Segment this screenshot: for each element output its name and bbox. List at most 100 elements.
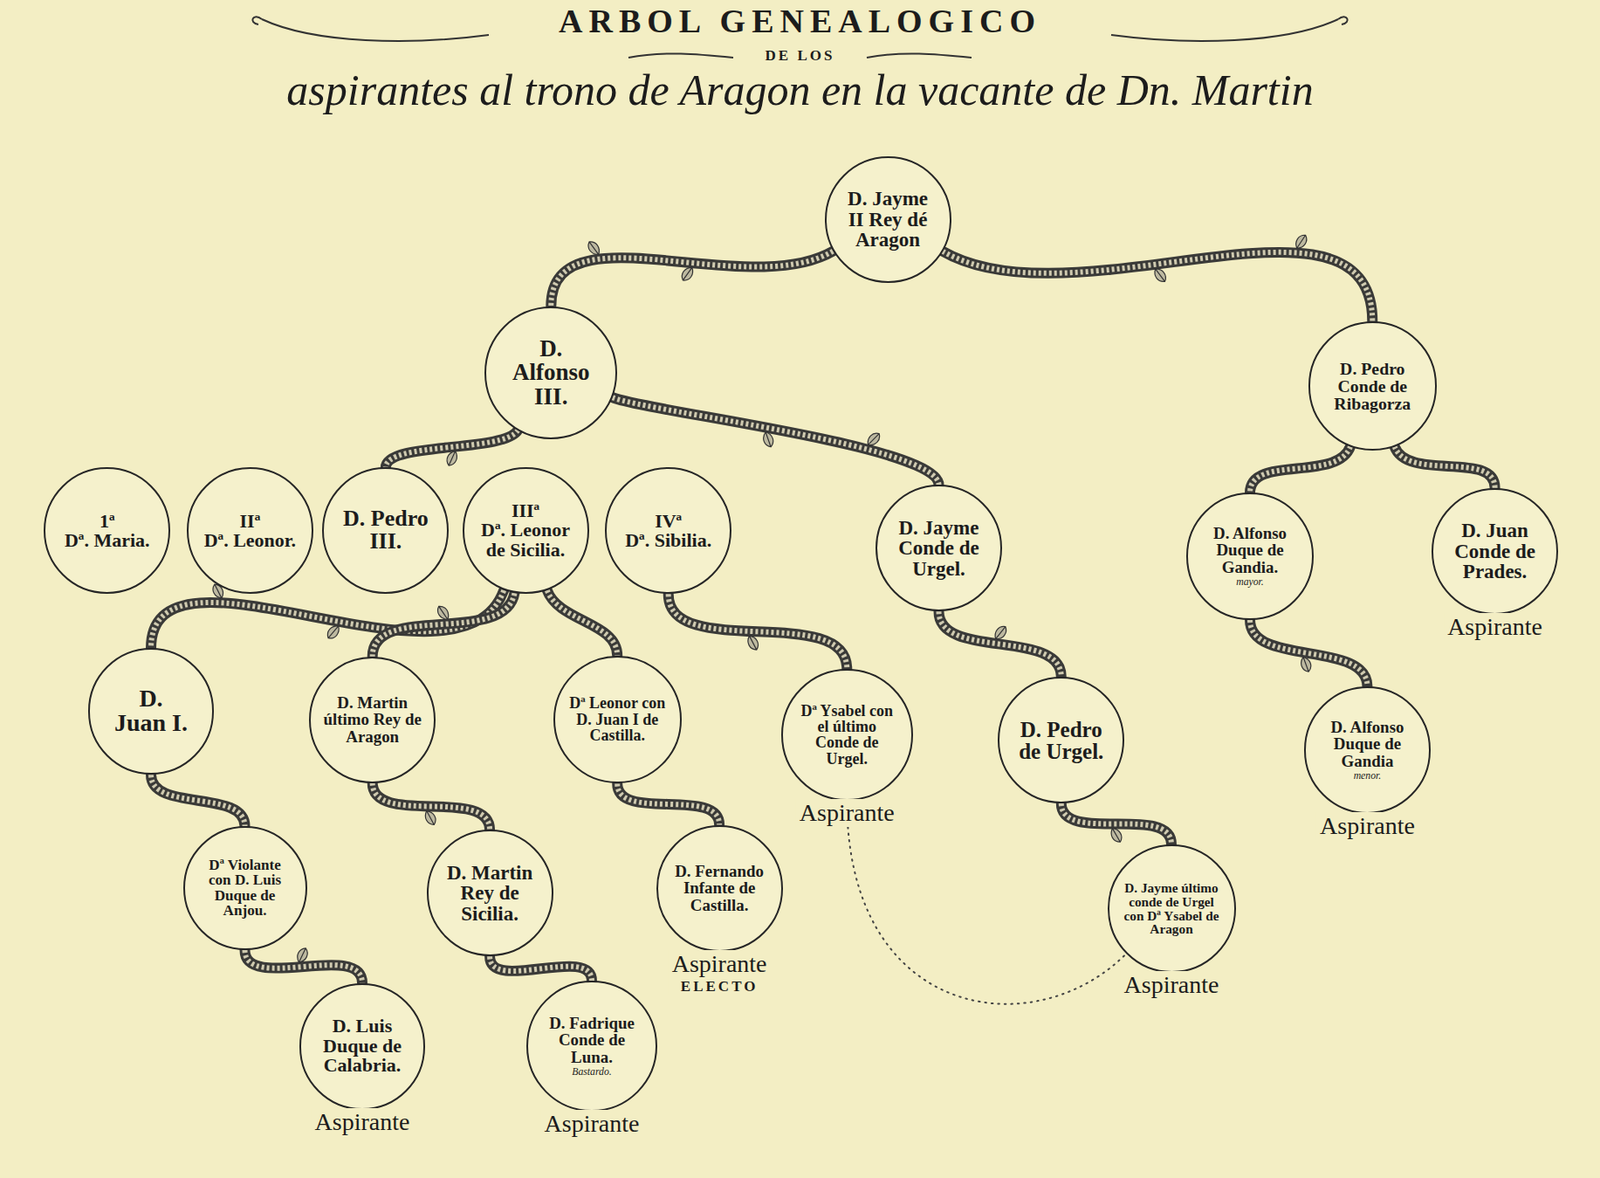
aspirant-labels: Aspirante: [796, 798, 899, 827]
person-circle: D. Jayme II Rey dé Aragon: [824, 156, 952, 283]
person-name: D. Luis Duque de Calabria.: [314, 1016, 411, 1076]
person-name: Dª. Maria.: [64, 530, 151, 550]
circle-text: IIªDª. Leonor.: [204, 510, 296, 550]
person-circle: IIªDª. Leonor.: [186, 466, 314, 594]
leaf: [444, 449, 460, 468]
aspirant-label: Aspirante: [541, 1109, 644, 1138]
branch: [1249, 446, 1351, 493]
leaf: [992, 623, 1010, 642]
note-text: mayor.: [1200, 576, 1301, 588]
person-name: D. Pedro Conde de Ribagorza: [1319, 359, 1425, 413]
leaf: [1151, 266, 1168, 285]
aspirant-labels: Aspirante: [1443, 612, 1546, 641]
person-name: Dª Ysabel con el último Conde de Urgel.: [794, 702, 900, 767]
leaf: [324, 623, 343, 642]
branch: [385, 430, 518, 468]
leaf: [1292, 232, 1310, 251]
note-text: Bastardo.: [539, 1066, 645, 1078]
aspirant-label: Aspirante: [668, 949, 771, 978]
person-circle: D. Alfonso III.: [484, 306, 618, 440]
branch: [151, 774, 246, 826]
person-circle: D. Pedro Conde de Ribagorza: [1308, 321, 1437, 450]
leaf: [585, 239, 603, 258]
aspirant-labels: AspiranteELECTO: [668, 949, 771, 996]
circle-text: D. Alfonso Duque de Gandia.mayor.: [1200, 524, 1301, 588]
leaf: [434, 603, 452, 622]
circle-text: D. Martin último Rey de Aragon: [320, 693, 426, 745]
circle-text: D. Juan Conde de Prades.: [1447, 520, 1544, 582]
leaf: [761, 430, 776, 448]
person-name: D. Jayme II Rey dé Aragon: [844, 188, 931, 250]
wife-number: IIª: [204, 510, 296, 530]
circle-text: Dª Leonor con D. Juan I de Castilla.: [563, 695, 673, 744]
person-name: Dª. Leonor de Sicilia.: [477, 521, 574, 561]
person-name: D. Juan I.: [111, 686, 191, 736]
circle-text: D. Luis Duque de Calabria.: [314, 1016, 411, 1076]
person-name: Dª Leonor con D. Juan I de Castilla.: [563, 695, 673, 744]
person-name: D. Juan Conde de Prades.: [1447, 520, 1544, 582]
person-circle: AspiranteD. Fadrique Conde de Luna.Basta…: [526, 980, 658, 1112]
aspirant-label: Aspirante: [1316, 811, 1419, 840]
person-circle: IIIªDª. Leonor de Sicilia.: [462, 466, 590, 594]
person-circle: AspiranteD. Luis Duque de Calabria.: [299, 982, 426, 1110]
person-name: D. Fadrique Conde de Luna.: [539, 1014, 645, 1065]
circle-text: D. Martin Rey de Sicilia.: [441, 862, 538, 924]
person-name: Dª. Sibilia.: [624, 530, 712, 550]
branch: [617, 782, 720, 825]
wife-number: 1ª: [64, 510, 151, 530]
circle-text: IIIªDª. Leonor de Sicilia.: [477, 501, 574, 560]
circle-text: D. Jayme II Rey dé Aragon: [844, 188, 931, 250]
circle-text: IVªDª. Sibilia.: [624, 510, 712, 550]
aspirant-labels: Aspirante: [1316, 811, 1419, 840]
person-name: Dª. Leonor.: [204, 530, 296, 550]
person-name: D. Fernando Infante de Castilla.: [666, 862, 772, 914]
branch: [1249, 619, 1368, 687]
branch: [550, 251, 833, 307]
branch: [372, 782, 490, 831]
branch: [939, 611, 1062, 677]
circle-text: D. Pedro Conde de Ribagorza: [1319, 359, 1425, 413]
circle-text: D. Fadrique Conde de Luna.Bastardo.: [539, 1014, 645, 1078]
branch: [1061, 803, 1172, 845]
circle-text: Dª Ysabel con el último Conde de Urgel.: [794, 702, 900, 767]
person-circle: D. Martin último Rey de Aragon: [309, 656, 436, 783]
title: aspirantes al trono de Aragon en la vaca…: [0, 64, 1600, 116]
person-circle: D. Martin Rey de Sicilia.: [426, 829, 554, 956]
leaf: [865, 430, 883, 448]
aspirant-label: Aspirante: [1443, 612, 1546, 641]
aspirant-label: Aspirante: [1120, 970, 1223, 999]
leaf: [1108, 825, 1125, 845]
wife-number: IIIª: [477, 501, 574, 521]
branch: [942, 251, 1374, 323]
person-name: D. Martin Rey de Sicilia.: [441, 862, 538, 924]
branch: [547, 590, 618, 656]
person-circle: AspiranteDª Ysabel con el último Conde d…: [781, 668, 914, 801]
person-name: D. Martin último Rey de Aragon: [320, 693, 426, 745]
person-circle: D. Pedro III.: [322, 466, 449, 594]
branch: [489, 955, 592, 981]
wife-number: IVª: [624, 510, 712, 530]
person-circle: Dª Violante con D. Luis Duque de Anjou.: [183, 825, 308, 950]
person-circle: Dª Leonor con D. Juan I de Castilla.: [553, 655, 682, 784]
circle-text: D. Jayme Conde de Urgel.: [890, 517, 987, 579]
leaf: [295, 946, 310, 965]
person-circle: AspiranteD. Juan Conde de Prades.: [1431, 487, 1559, 615]
elected-label: ELECTO: [668, 977, 771, 996]
person-name: Dª Violante con D. Luis Duque de Anjou.: [196, 857, 295, 919]
person-circle: AspiranteELECTOD. Fernando Infante de Ca…: [656, 824, 783, 952]
branch: [1394, 446, 1496, 488]
person-name: D. Pedro de Urgel.: [1017, 717, 1106, 763]
person-name: D. Jayme Conde de Urgel.: [890, 517, 987, 579]
leaf: [422, 808, 439, 827]
person-circle: D. Pedro de Urgel.: [997, 676, 1125, 804]
person-name: D. Pedro III.: [342, 507, 430, 554]
header-sub: DE LOS: [0, 47, 1600, 65]
branch: [668, 593, 848, 669]
aspirant-label: Aspirante: [796, 798, 899, 827]
aspirant-label: Aspirante: [311, 1107, 414, 1136]
aspirant-labels: Aspirante: [541, 1109, 644, 1138]
marriage-dotted-line: [846, 800, 1127, 1004]
person-circle: 1ªDª. Maria.: [43, 466, 171, 594]
person-name: D. Alfonso III.: [501, 336, 600, 409]
